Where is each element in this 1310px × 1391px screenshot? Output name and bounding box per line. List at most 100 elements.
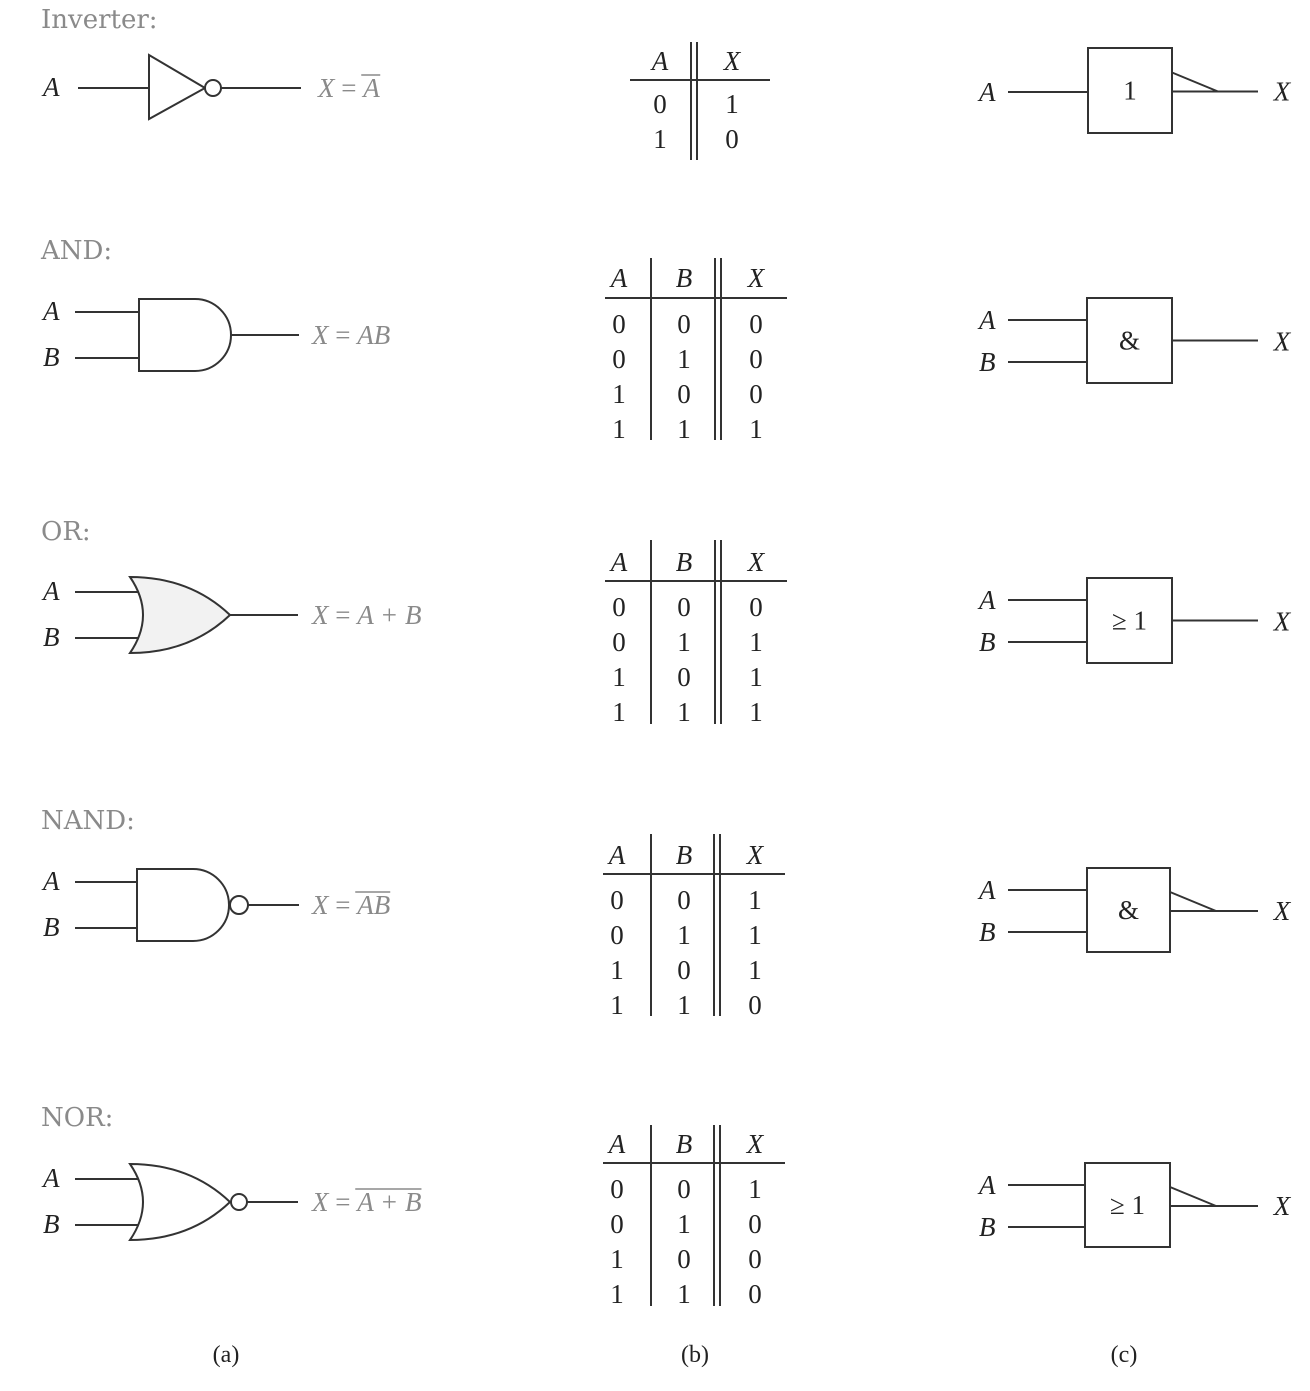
truth-table-cell: 0 — [610, 1174, 624, 1204]
gate-symbol-nand: ABX = AB — [41, 866, 391, 942]
truth-table-cell: 1 — [677, 1279, 691, 1309]
expression-function: A — [361, 73, 380, 103]
output-label: X — [1273, 77, 1292, 107]
truth-table-header: A — [609, 263, 628, 293]
input-label-a: A — [41, 1163, 60, 1193]
truth-table-cell: 0 — [653, 89, 667, 119]
and-body — [138, 298, 232, 372]
gate-name-label: NOR: — [41, 1103, 113, 1133]
truth-table-cell: 1 — [749, 662, 763, 692]
truth-table-cell: 0 — [610, 920, 624, 950]
truth-table-header: X — [746, 840, 765, 870]
iec-symbol-and: AB&X — [977, 297, 1292, 384]
expression-equals: = — [335, 320, 357, 350]
truth-table-cell: 1 — [677, 627, 691, 657]
truth-table-header: B — [676, 840, 693, 870]
truth-table-cell: 1 — [610, 990, 624, 1020]
expression-equals: = — [335, 890, 357, 920]
truth-table-header: A — [609, 547, 628, 577]
input-label-a: A — [977, 305, 996, 335]
iec-box — [1086, 867, 1171, 953]
gate-name-label: NAND: — [41, 806, 135, 836]
truth-table-cell: 0 — [748, 1279, 762, 1309]
truth-table-cell: 0 — [612, 627, 626, 657]
negation-indicator — [1169, 1186, 1217, 1207]
truth-table-cell: 0 — [748, 990, 762, 1020]
iec-box — [1087, 47, 1173, 134]
truth-table-cell: 1 — [677, 1209, 691, 1239]
output-label: X — [1273, 1191, 1292, 1221]
expression-function: A + B — [355, 600, 421, 630]
truth-table-cell: 0 — [677, 379, 691, 409]
iec-qualifier: ≥ 1 — [1110, 1190, 1145, 1220]
output-label: X — [1273, 896, 1292, 926]
iec-symbol-inverter: A 1 X — [977, 47, 1292, 134]
truth-table-header: X — [723, 46, 742, 76]
input-label-a: A — [977, 77, 996, 107]
output-label: X — [1273, 607, 1292, 637]
truth-table-cell: 0 — [677, 1244, 691, 1274]
input-label-a: A — [41, 296, 60, 326]
truth-table-cell: 1 — [653, 124, 667, 154]
input-label-a: A — [977, 875, 996, 905]
truth-table-cell: 0 — [677, 662, 691, 692]
truth-table-cell: 1 — [612, 379, 626, 409]
column-caption: (c) — [1111, 1342, 1138, 1368]
column-caption: (a) — [213, 1342, 240, 1368]
truth-table-cell: 0 — [610, 1209, 624, 1239]
input-label-a: A — [977, 585, 996, 615]
truth-table-header: X — [746, 1129, 765, 1159]
truth-table-cell: 1 — [610, 1279, 624, 1309]
expression-function: AB — [355, 320, 390, 350]
inversion-bubble — [229, 895, 249, 915]
iec-symbol-nand: AB&X — [977, 867, 1292, 953]
input-label-a: A — [41, 72, 60, 102]
input-label-b: B — [43, 622, 60, 652]
or-body — [128, 1162, 232, 1242]
expression-output: X — [317, 73, 341, 103]
input-label-a: A — [41, 866, 60, 896]
truth-table-cell: 0 — [677, 955, 691, 985]
truth-table-cell: 0 — [749, 344, 763, 374]
boolean-expression: X = A + B — [311, 1187, 421, 1217]
column-caption: (b) — [681, 1342, 709, 1368]
input-label-b: B — [979, 917, 996, 947]
expression-equals: = — [341, 73, 363, 103]
truth-table-cell: 0 — [612, 592, 626, 622]
truth-table-cell: 0 — [610, 885, 624, 915]
truth-table-cell: 1 — [677, 697, 691, 727]
gate-name-label: Inverter: — [41, 5, 158, 35]
gate-name-label: OR: — [41, 517, 91, 547]
truth-table-cell: 0 — [748, 1209, 762, 1239]
boolean-expression: X = AB — [311, 320, 390, 350]
input-label-a: A — [977, 1170, 996, 1200]
or-body — [128, 575, 232, 655]
expression-function: A + B — [355, 1187, 421, 1217]
iec-box — [1086, 577, 1173, 664]
truth-table-header: B — [676, 547, 693, 577]
truth-table-cell: 1 — [612, 697, 626, 727]
truth-table-cell: 1 — [612, 662, 626, 692]
input-label-b: B — [43, 342, 60, 372]
iec-qualifier: 1 — [1123, 76, 1137, 106]
negation-indicator — [1169, 891, 1217, 912]
inversion-bubble — [204, 79, 222, 97]
boolean-expression: X = A + B — [311, 600, 421, 630]
truth-table-cell: 1 — [677, 414, 691, 444]
truth-table-header: A — [607, 840, 626, 870]
truth-table-header: B — [676, 1129, 693, 1159]
expression-output: X — [311, 1187, 335, 1217]
truth-table-cell: 0 — [725, 124, 739, 154]
truth-table-cell: 1 — [612, 414, 626, 444]
iec-qualifier: & — [1119, 326, 1140, 356]
truth-table-cell: 1 — [725, 89, 739, 119]
truth-table-cell: 0 — [677, 592, 691, 622]
truth-table-cell: 1 — [610, 955, 624, 985]
